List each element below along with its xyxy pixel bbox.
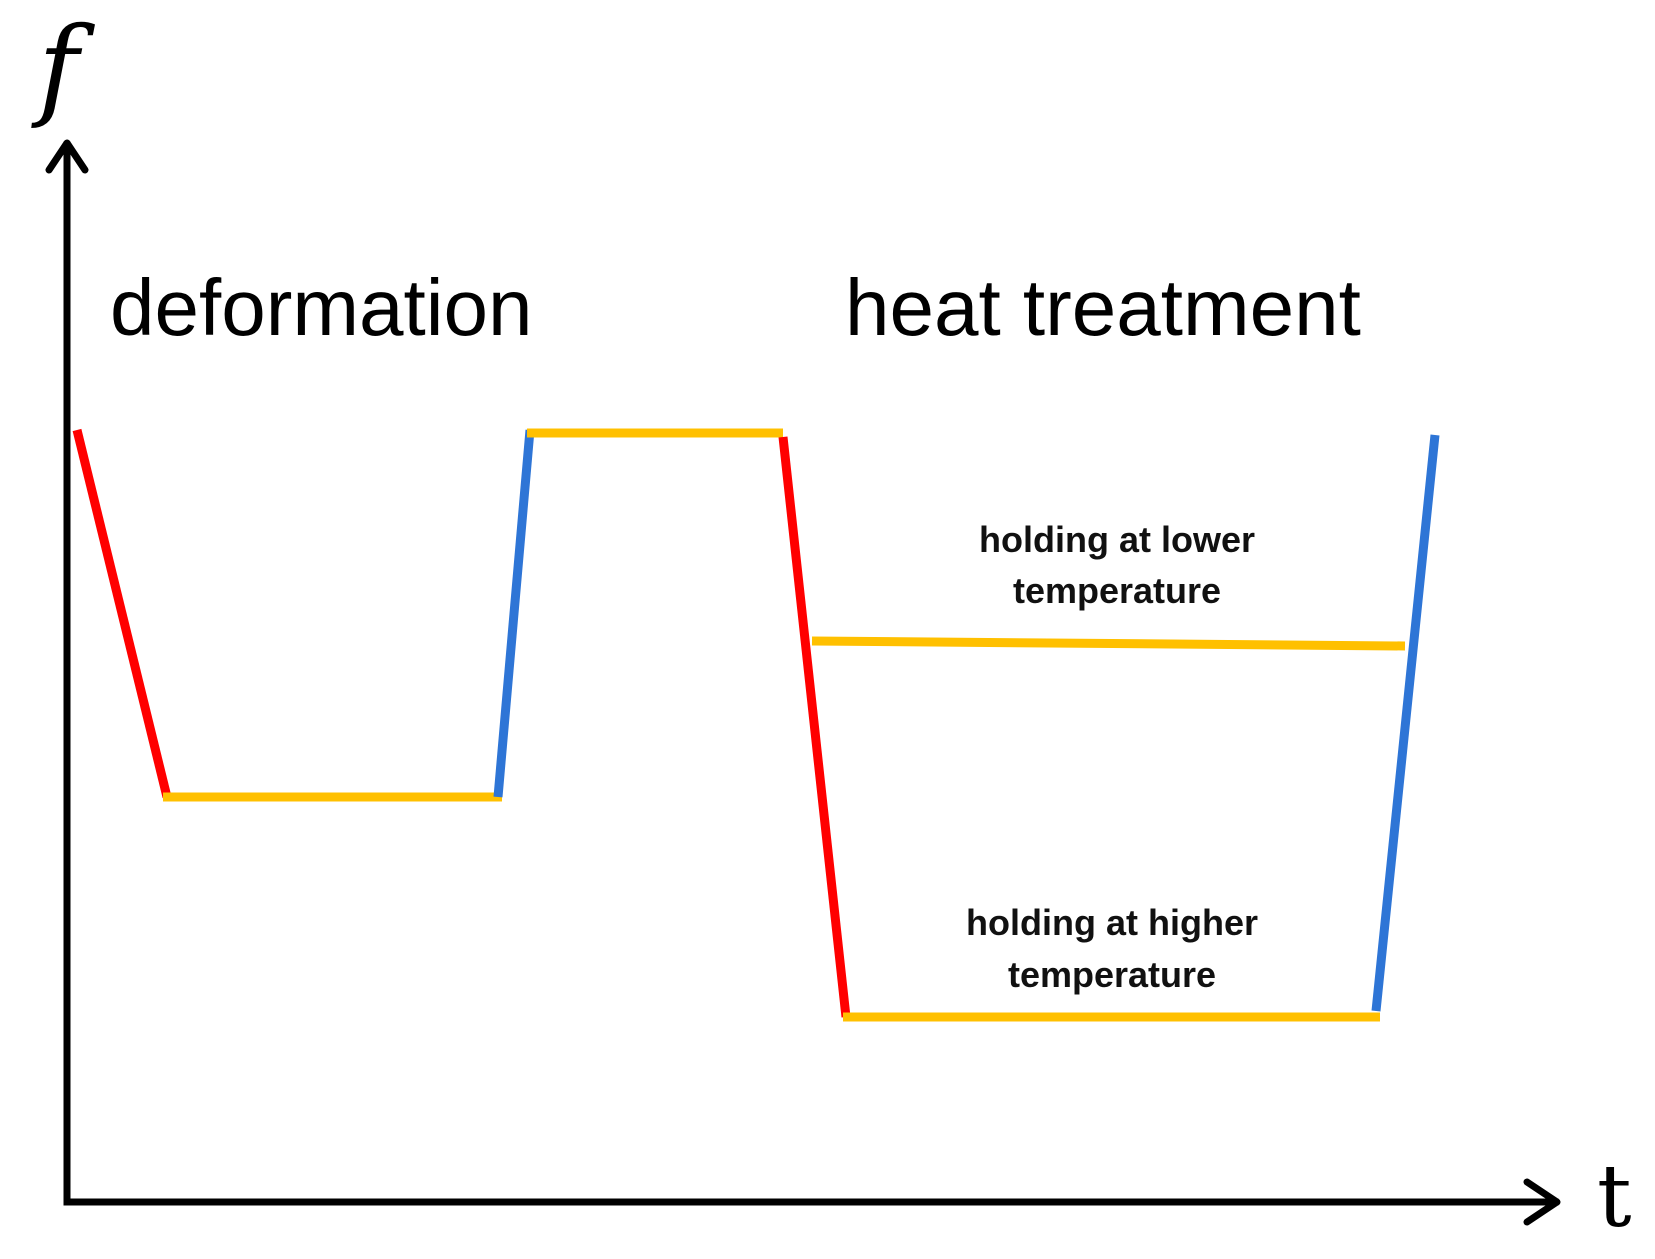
cooling-segment-2 [778,436,851,1018]
y-axis-label: f [31,3,95,131]
annotation-lower: holding at lower temperature [979,519,1255,611]
annotation-lower-line-2: temperature [1013,570,1221,611]
x-axis-arrowhead [1523,1178,1561,1226]
x-axis-label: t [1597,1147,1632,1247]
annotation-higher: holding at higher temperature [966,902,1258,995]
annotation-higher-line-2: temperature [1008,954,1216,995]
heating-segment-1 [493,429,535,798]
deformation-label: deformation [110,263,532,352]
cooling-segment-1 [72,428,172,799]
heating-segment-2 [1371,434,1440,1012]
annotation-higher-line-1: holding at higher [966,902,1258,943]
y-axis-arrowhead [45,139,89,174]
axes: f t [31,3,1632,1247]
annotation-lower-line-1: holding at lower [979,519,1255,560]
heat-treatment-label: heat treatment [845,263,1361,352]
holding-lower-temperature [811,636,1406,651]
process-path [72,428,1440,1022]
